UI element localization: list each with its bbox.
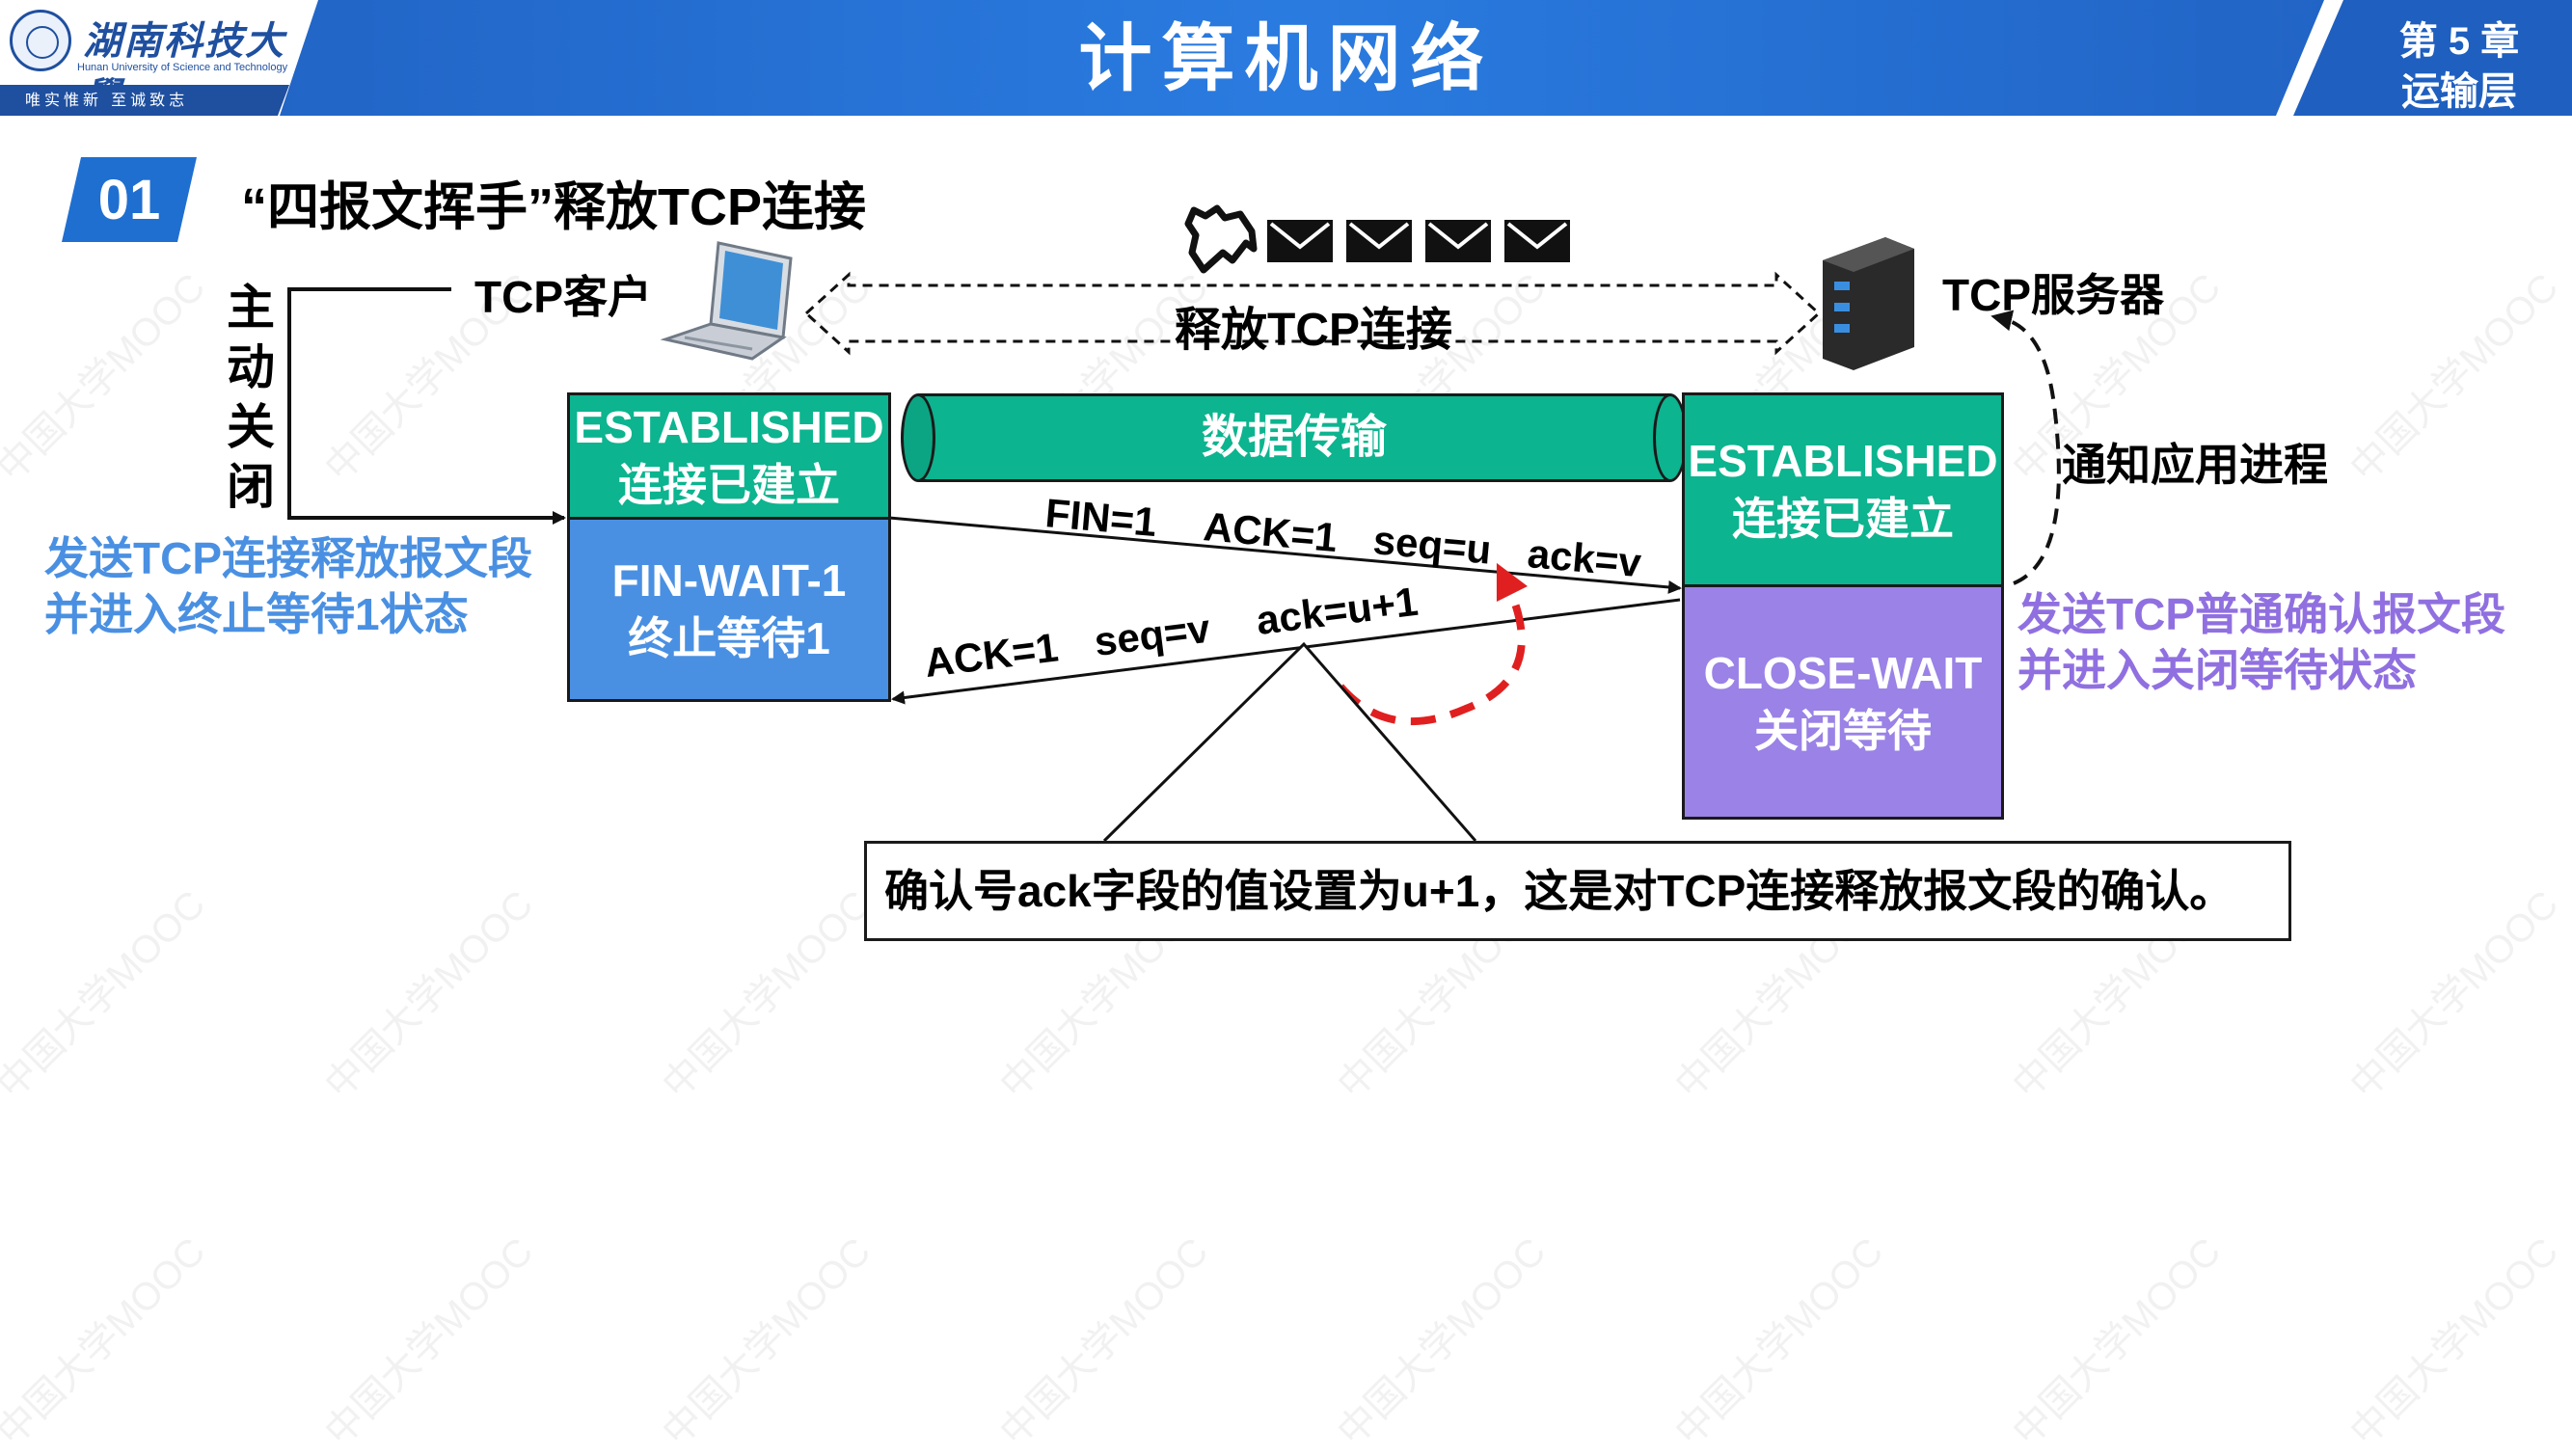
fin-flag-label: FIN=1 [1043, 490, 1159, 546]
notify-dashed-arrow [1990, 310, 2061, 585]
state-name: ESTABLISHED [574, 402, 884, 452]
university-english-name: Hunan University of Science and Technolo… [77, 62, 288, 73]
pipe-end [901, 393, 935, 482]
active-close-bracket [287, 287, 566, 525]
data-transfer-pipe [918, 393, 1670, 482]
data-transfer-label: 数据传输 [1201, 412, 1387, 463]
fin-acknum-label: ack=v [1526, 530, 1643, 586]
server-icon [1823, 237, 1914, 370]
chapter-number: 第 5 章 [2398, 20, 2520, 63]
state-name: ESTABLISHED [1688, 436, 1998, 486]
envelope-icon [1267, 220, 1333, 262]
active-close-char: 闭 [227, 460, 275, 514]
course-title: 计算机网络 [1078, 18, 1494, 100]
explanation-callout: 确认号ack字段的值设置为u+1，这是对TCP连接释放报文段的确认。 [864, 841, 2291, 941]
laptop-icon [660, 241, 793, 361]
client-note-line2: 并进入终止等待1状态 [44, 589, 469, 639]
active-close-char: 关 [227, 400, 275, 454]
envelope-icon [1504, 220, 1570, 262]
client-fin-wait-1-state: FIN-WAIT-1 终止等待1 [567, 517, 891, 702]
waving-hand-icon [1184, 204, 1258, 274]
university-emblem-icon [10, 10, 71, 71]
state-desc: 连接已建立 [1732, 494, 1954, 544]
chapter-panel [2293, 0, 2572, 116]
server-note-line1: 发送TCP普通确认报文段 [2017, 589, 2505, 639]
logo-panel: 湖南科技大學 Hunan University of Science and T… [0, 0, 318, 116]
client-note-line1: 发送TCP连接释放报文段 [44, 533, 532, 583]
state-name: FIN-WAIT-1 [611, 555, 847, 606]
section-title: “四报文挥手”释放TCP连接 [241, 178, 866, 236]
client-label: TCP客户 [474, 272, 652, 322]
state-name: CLOSE-WAIT [1703, 648, 1983, 698]
server-label: TCP服务器 [1942, 270, 2164, 320]
client-established-state: ESTABLISHED 连接已建立 [567, 392, 891, 520]
active-close-char: 主 [227, 281, 275, 335]
server-close-wait-state: CLOSE-WAIT 关闭等待 [1682, 584, 2004, 820]
envelope-icon [1346, 220, 1412, 262]
ack-reference-arrow [1337, 562, 1529, 726]
state-desc: 连接已建立 [618, 460, 840, 510]
ack-segment-arrow [891, 598, 1681, 705]
notify-app-label: 通知应用进程 [2062, 440, 2328, 490]
callout-pointer [1102, 641, 1477, 843]
header-bar [0, 0, 2572, 116]
server-note-line2: 并进入关闭等待状态 [2017, 645, 2417, 695]
active-close-label: 主 动 关 闭 [224, 278, 278, 517]
envelope-icon [1425, 220, 1491, 262]
chapter-name: 运输层 [2401, 70, 2517, 113]
university-motto: 唯实惟新 至诚致志 [0, 85, 289, 116]
state-desc: 终止等待1 [628, 613, 830, 663]
active-close-char: 动 [227, 340, 275, 394]
state-desc: 关闭等待 [1754, 706, 1932, 756]
section-number-badge: 01 [62, 157, 197, 242]
fin-segment-arrow [888, 516, 1682, 594]
server-established-state: ESTABLISHED 连接已建立 [1682, 392, 2004, 587]
release-label: 释放TCP连接 [1175, 305, 1453, 356]
